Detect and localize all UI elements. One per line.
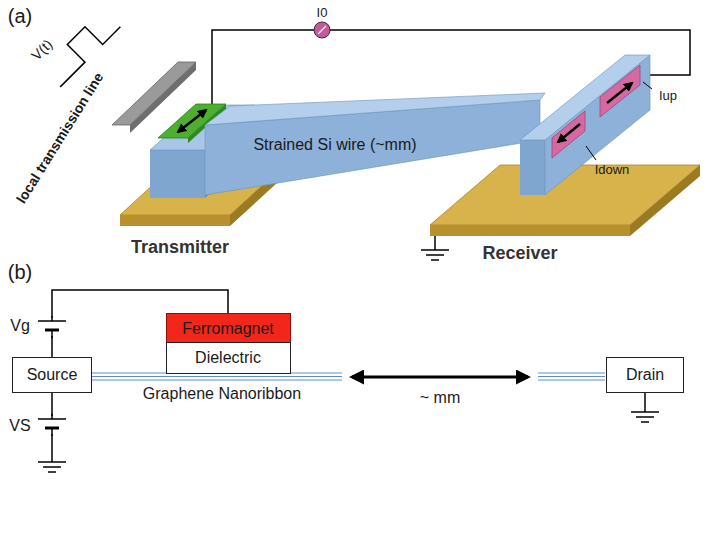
ammeter — [314, 22, 330, 38]
current-name: I0 — [317, 5, 328, 21]
current-name: Idown — [595, 162, 630, 178]
pink-electrode — [552, 111, 585, 158]
part-name: Transmitter — [131, 237, 229, 259]
node-text: Source — [27, 365, 78, 384]
part-name: Graphene Nanoribbon — [143, 384, 301, 403]
si-pillar-front — [150, 150, 205, 198]
part-name: local transmission line — [13, 70, 107, 207]
node-text: Strained Si wire (~mm) — [253, 135, 416, 154]
gold-base-front — [120, 215, 230, 226]
battery-symbol — [34, 414, 70, 436]
terminal-box: Source — [12, 357, 92, 393]
battery-symbol — [34, 316, 70, 338]
magnetization-arrow — [607, 83, 632, 103]
node-text: Drain — [626, 365, 664, 384]
dielectric-layer: Dielectric — [166, 342, 291, 374]
node-text: Ferromagnet — [182, 319, 274, 338]
node-text: Dielectric — [195, 348, 261, 367]
panel-label: (a) — [8, 4, 32, 28]
leader-line — [643, 82, 652, 89]
ammeter-needle — [318, 26, 326, 34]
part-name: Receiver — [482, 243, 557, 265]
wire-label-box: Strained Si wire (~mm) — [249, 133, 421, 157]
ground-symbol — [421, 236, 449, 260]
ground-symbol — [631, 392, 659, 422]
graphene-nanoribbon — [92, 373, 605, 380]
dimension: ~ mm — [420, 388, 460, 407]
gold-base-side — [630, 165, 700, 236]
panel-label: (b) — [8, 260, 32, 284]
signal-name: Vg — [10, 316, 30, 335]
magnetization-arrow — [178, 110, 206, 132]
signal-name: V(t) — [28, 36, 56, 64]
ground-symbol — [38, 462, 66, 472]
magnetization-arrow — [558, 124, 580, 142]
distance-arrow — [352, 376, 528, 379]
current-name: Iup — [659, 88, 677, 104]
receiver-bar-front — [520, 140, 545, 195]
leader-line — [586, 146, 596, 160]
terminal-box: Drain — [606, 357, 684, 393]
si-wire-top — [205, 93, 545, 125]
signal-name: VS — [9, 416, 30, 435]
ferromagnet-layer: Ferromagnet — [166, 313, 291, 345]
gold-base-front — [430, 225, 630, 236]
pink-electrode — [600, 65, 640, 117]
